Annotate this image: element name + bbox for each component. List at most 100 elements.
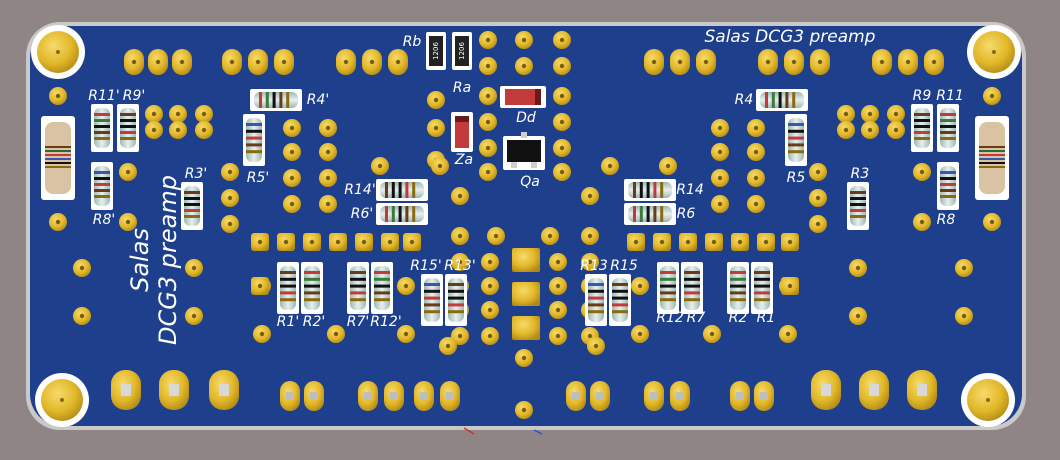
transistor-icon [503, 132, 545, 170]
solder-pad [451, 187, 469, 205]
oval-pad [810, 49, 830, 75]
solder-pad [195, 105, 213, 123]
terminal-pad-icon [644, 381, 664, 411]
resistor-icon [301, 262, 323, 314]
solder-pad [397, 325, 415, 343]
solder-pad [119, 163, 137, 181]
terminal-pad-icon [566, 381, 586, 411]
solder-pad [779, 325, 797, 343]
ra-size-code: 1206 [458, 42, 466, 60]
label-r8p: R8' [93, 212, 115, 228]
solder-pad [549, 277, 567, 295]
solder-pad [221, 215, 239, 233]
solder-pad [221, 189, 239, 207]
solder-pad [283, 119, 301, 137]
oval-pad [670, 49, 690, 75]
terminal-layer [111, 370, 937, 411]
smd-pad [512, 316, 540, 340]
resistor-icon [243, 114, 265, 166]
resistor-icon [585, 274, 607, 326]
axis-marker-x [463, 427, 475, 435]
solder-pad [479, 163, 497, 181]
oval-pad [172, 49, 192, 75]
solder-pad [913, 213, 931, 231]
resistor-icon [937, 162, 959, 210]
solder-pad [145, 105, 163, 123]
solder-pad [427, 91, 445, 109]
label-r2: R2 [729, 310, 748, 326]
resistor-icon [117, 104, 139, 152]
solder-pad-square [781, 233, 799, 251]
solder-pad [479, 113, 497, 131]
label-r13p: R13' [444, 258, 475, 274]
resistor-icon [756, 89, 808, 111]
solder-pad [631, 325, 649, 343]
label-r14p: R14' [344, 182, 375, 198]
solder-pad [549, 327, 567, 345]
label-r1: R1 [757, 310, 776, 326]
oval-pad [362, 49, 382, 75]
solder-pad-square [627, 233, 645, 251]
resistor-icon [376, 179, 428, 201]
resistor-icon [847, 182, 869, 230]
resistor-icon [277, 262, 299, 314]
solder-pad [253, 325, 271, 343]
solder-pad [319, 169, 337, 187]
resistor-icon [975, 116, 1009, 200]
resistor-icon [421, 274, 443, 326]
terminal-pad-icon [590, 381, 610, 411]
mounting-hole-icon [31, 25, 85, 79]
oval-pad [758, 49, 778, 75]
terminal-pad-icon [730, 381, 750, 411]
label-za: Za [454, 152, 473, 168]
solder-pad [581, 253, 599, 271]
solder-pad [809, 215, 827, 233]
terminal-pad-icon [811, 370, 841, 410]
solder-pad [553, 57, 571, 75]
solder-pad [913, 163, 931, 181]
solder-pad [553, 113, 571, 131]
label-r5p: R5' [247, 170, 269, 186]
solder-pad [659, 157, 677, 175]
label-rb: Rb [403, 34, 422, 50]
solder-pad [479, 57, 497, 75]
resistor-icon [347, 262, 369, 314]
solder-mask [30, 26, 1022, 426]
solder-pad [711, 143, 729, 161]
resistor-icon [371, 262, 393, 314]
label-r11p: R11' [88, 88, 119, 104]
solder-pad-square [329, 233, 347, 251]
resistor-icon [624, 203, 676, 225]
solder-pad [481, 327, 499, 345]
solder-pad-square [303, 233, 321, 251]
oval-pad [124, 49, 144, 75]
smd-resistor-rb: 1206 [426, 32, 446, 70]
solder-pad [581, 187, 599, 205]
solder-pad [319, 195, 337, 213]
rb-size-code: 1206 [432, 42, 440, 60]
solder-pad [169, 105, 187, 123]
board-title-side-line1: Salas [126, 228, 154, 292]
oval-pad [222, 49, 242, 75]
mounting-hole-icon [961, 373, 1015, 427]
oval-pad [872, 49, 892, 75]
terminal-pad-icon [111, 370, 141, 410]
label-r11: R11 [936, 88, 964, 104]
terminal-pad-icon [159, 370, 189, 410]
solder-pad [515, 31, 533, 49]
solder-pad-square [757, 233, 775, 251]
label-r2p: R2' [303, 314, 325, 330]
solder-pad-square [781, 277, 799, 295]
solder-pad [73, 259, 91, 277]
solder-pad [861, 121, 879, 139]
mounting-hole-icon [967, 25, 1021, 79]
label-r7: R7 [687, 310, 706, 326]
solder-pad [427, 119, 445, 137]
diode-icon [500, 86, 546, 108]
solder-pad [887, 105, 905, 123]
solder-pad-square [731, 233, 749, 251]
resistor-icon [785, 114, 807, 166]
solder-pad-square [277, 233, 295, 251]
solder-pad-square [381, 233, 399, 251]
